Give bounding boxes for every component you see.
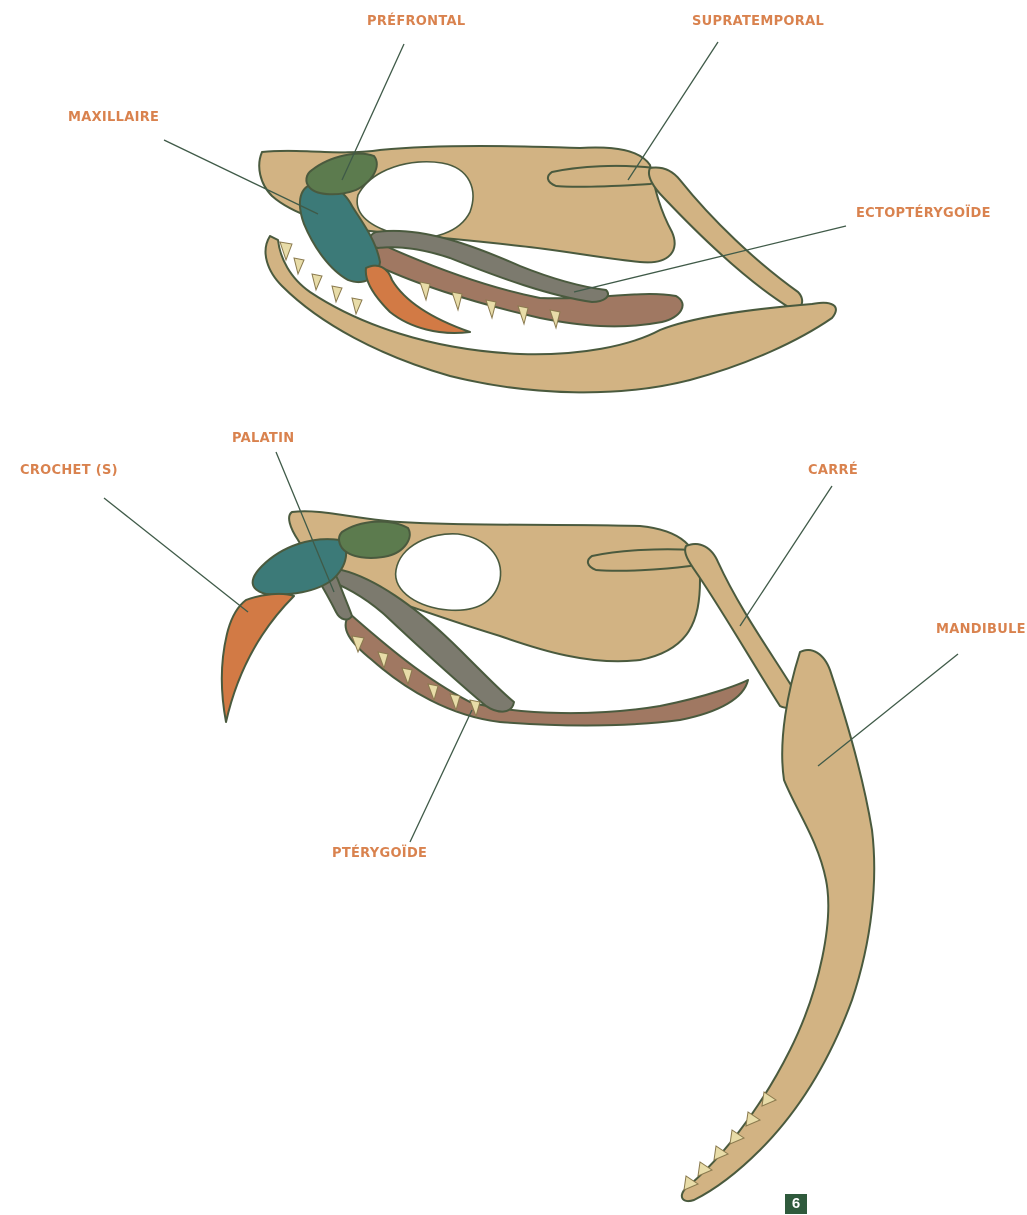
label-prefrontal: PRÉFRONTAL [367,14,465,29]
label-crochet: CROCHET (S) [20,463,118,478]
skull-closed [259,146,836,392]
page-number-badge: 6 [785,1194,807,1214]
leader-pterygoide [410,710,472,842]
mandible-bottom [682,650,874,1201]
leader-crochet [104,498,248,612]
label-mandibule: MANDIBULE [936,622,1026,637]
label-maxillaire: MAXILLAIRE [68,110,159,125]
skull-open [222,511,874,1201]
label-palatin: PALATIN [232,431,294,446]
fang-bottom [222,594,294,722]
label-pterygoide: PTÉRYGOÏDE [332,846,427,861]
leader-supratemporal [628,42,718,180]
supratemporal-top [548,166,661,187]
label-supratemporal: SUPRATEMPORAL [692,14,824,29]
leader-carre [740,486,832,626]
label-ectopterygoide: ECTOPTÉRYGOÏDE [856,206,991,221]
label-carre: CARRÉ [808,463,858,478]
